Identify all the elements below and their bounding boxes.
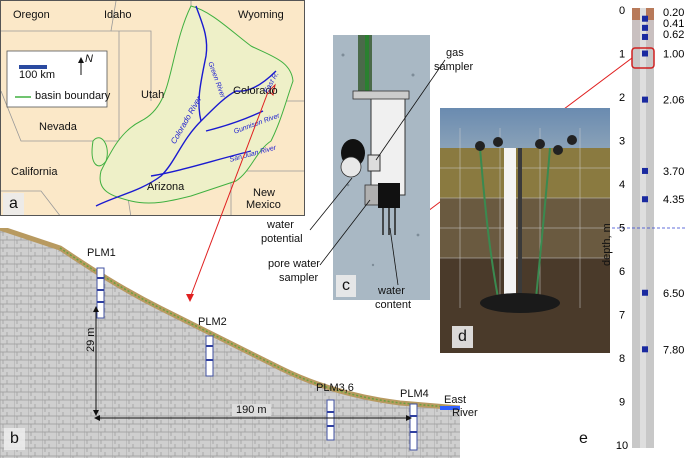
label-water-content-1: water [378, 285, 405, 297]
state-oregon: Oregon [13, 9, 50, 21]
legend-basin-boundary: basin boundary [35, 90, 111, 102]
label-water-potential-1: water [267, 219, 294, 231]
label-water-content-2: content [375, 299, 412, 311]
hillslope-svg [0, 228, 460, 458]
photo-svg [440, 108, 610, 353]
scale-label: 100 km [19, 69, 56, 81]
state-mexico: Mexico [246, 199, 281, 211]
panel-e-letter: e [579, 430, 588, 447]
sensor-svg [333, 35, 430, 300]
depth-axis-label: depth, m [601, 223, 613, 266]
state-utah: Utah [141, 89, 165, 101]
state-new: New [253, 187, 276, 199]
state-arizona: Arizona [147, 181, 185, 193]
panel-a-letter: a [3, 193, 24, 215]
panel-e-depth [612, 0, 685, 458]
state-nevada: Nevada [39, 121, 77, 133]
panel-a-map: Oregon Idaho Wyoming Utah Colorado Nevad… [0, 0, 305, 216]
depth-svg [612, 8, 685, 448]
label-pore-water-2: sampler [279, 272, 319, 284]
state-idaho: Idaho [104, 9, 132, 21]
distance-label: 190 m [232, 404, 271, 416]
panel-b-letter: b [4, 428, 25, 450]
north-label: N [85, 53, 93, 65]
state-wyoming: Wyoming [238, 9, 284, 21]
panel-d-letter: d [452, 326, 473, 348]
label-sampler: sampler [434, 61, 474, 73]
state-california: California [11, 166, 58, 178]
height-label: 29 m [85, 327, 97, 352]
label-gas: gas [446, 47, 464, 59]
well-plm1: PLM1 [87, 247, 116, 259]
well-plm2: PLM2 [198, 316, 227, 328]
well-plm4: PLM4 [400, 388, 429, 400]
river-label-east: East [444, 394, 467, 406]
river-label-river: River [452, 407, 478, 419]
well-plm3-6: PLM3,6 [316, 382, 354, 394]
panel-c-letter: c [336, 275, 356, 297]
label-pore-water-1: pore water [268, 258, 320, 270]
panel-c-sensor: c [333, 35, 430, 300]
label-water-potential-2: potential [261, 233, 303, 245]
panel-d-photo: d [440, 108, 610, 353]
